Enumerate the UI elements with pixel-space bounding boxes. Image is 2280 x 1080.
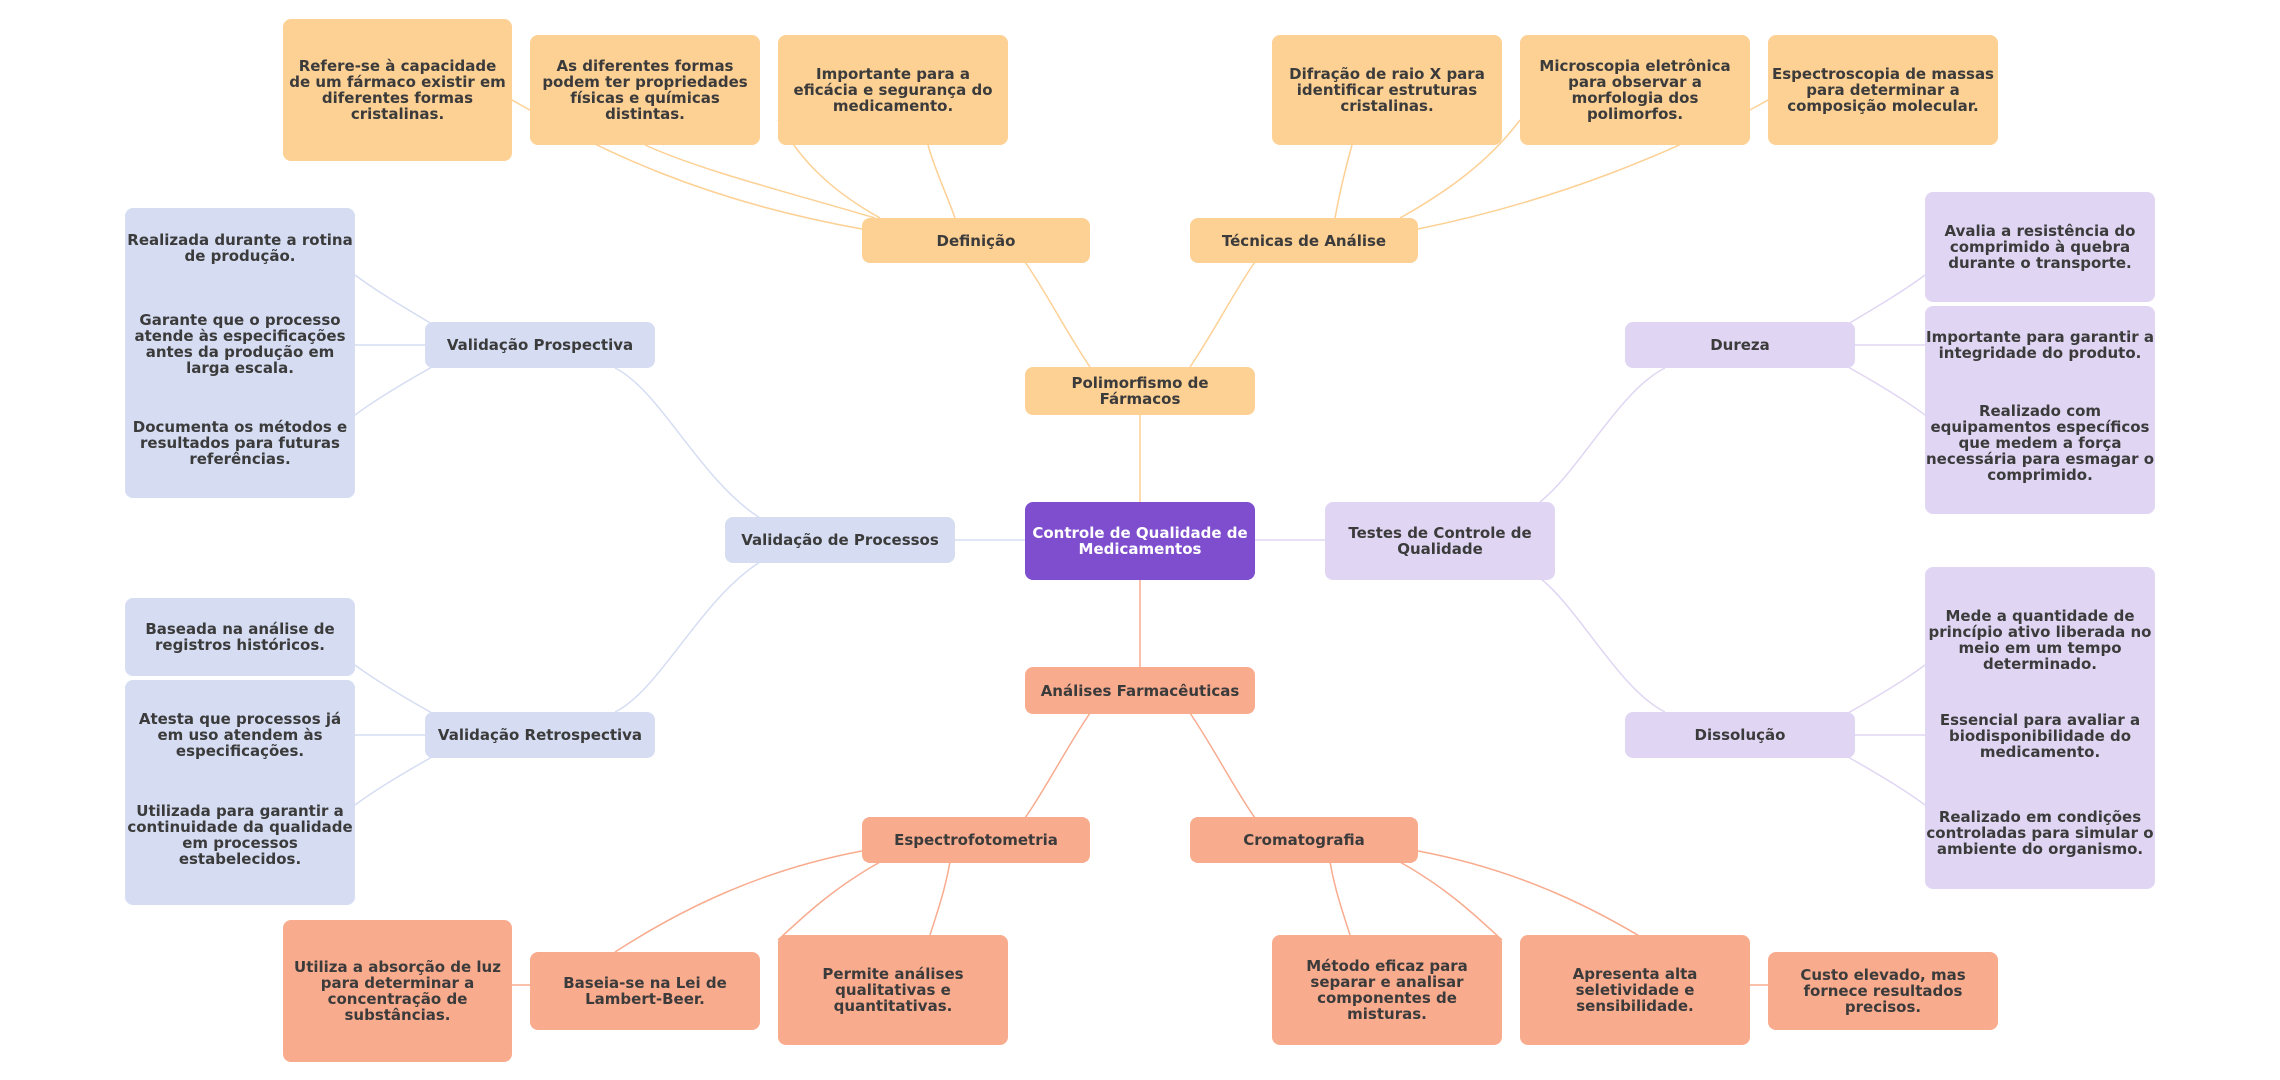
leaf-prospectiva-2: Garante que o processo atende às especif… <box>134 311 346 377</box>
link-dissolucao-leaf1 <box>1847 664 1926 714</box>
link-espectro-leaf2 <box>777 861 881 941</box>
leaf-group-retrospectiva-1: Baseada na análise de registros históric… <box>125 598 355 676</box>
leaf-retrospectiva-3: Utilizada para garantir a continuidade d… <box>127 802 353 868</box>
leaf-group-prospectiva <box>125 208 355 498</box>
node-espectrofotometria[interactable]: Espectrofotometria <box>862 817 1090 863</box>
node-polimorfismo[interactable]: Polimorfismo de Fármacos <box>1025 367 1255 415</box>
node-validacao-retrospectiva[interactable]: Validação Retrospectiva <box>425 712 655 758</box>
root-node[interactable]: Controle de Qualidade de Medicamentos <box>1025 502 1255 580</box>
leaf-cromato-2: Apresenta alta seletividade e sensibilid… <box>1520 935 1750 1045</box>
link-retrospectiva-leaf1 <box>354 664 433 714</box>
node-analises-farmaceuticas[interactable]: Análises Farmacêuticas <box>1025 667 1255 714</box>
leaf-tecnicas-2: Microscopia eletrônica para observar a m… <box>1520 35 1750 145</box>
leaf-definicao-3: Importante para a eficácia e segurança d… <box>778 35 1008 145</box>
link-polimorfismo-definicao <box>1024 261 1091 368</box>
leaf-dissolucao-3: Realizado em condições controladas para … <box>1926 808 2154 858</box>
leaf-group-dissolucao <box>1925 567 2155 889</box>
leaf-espectro-2: Baseia-se na Lei de Lambert-Beer. <box>530 952 760 1030</box>
node-validacao-processos[interactable]: Validação de Processos <box>725 517 955 563</box>
link-dureza-leaf3 <box>1847 366 1926 416</box>
link-prospectiva-leaf3 <box>354 366 433 416</box>
leaf-definicao-1: Refere-se à capacidade de um fármaco exi… <box>283 19 512 161</box>
leaf-dureza-2: Importante para garantir a integridade d… <box>1926 328 2154 362</box>
leaf-dureza-3: Realizado com equipamentos específicos q… <box>1925 402 2155 484</box>
link-dissolucao-leaf3 <box>1847 756 1926 806</box>
leaf-definicao-2: As diferentes formas podem ter proprieda… <box>530 35 760 145</box>
link-retrospectiva-leaf3 <box>354 756 433 806</box>
leaf-group-retrospectiva <box>125 680 355 905</box>
link-analises-espectro <box>1024 712 1091 819</box>
node-testes-controle[interactable]: Testes de Controle de Qualidade <box>1325 502 1555 580</box>
link-validacao-retrospectiva <box>614 561 761 713</box>
leaf-prospectiva-3: Documenta os métodos e resultados para f… <box>132 418 348 468</box>
link-espectro-leaf1 <box>614 850 863 953</box>
leaf-dureza-1: Avalia a resistência do comprimido à que… <box>1925 192 2155 302</box>
link-testes-dureza <box>1539 367 1666 503</box>
link-polimorfismo-tecnicas <box>1189 261 1256 368</box>
leaf-dissolucao-1: Mede a quantidade de princípio ativo lib… <box>1928 607 2152 673</box>
link-prospectiva-leaf1 <box>354 274 433 325</box>
node-tecnicas-analise[interactable]: Técnicas de Análise <box>1190 218 1418 263</box>
leaf-group-dureza <box>1925 306 2155 514</box>
link-definicao-leaf2 <box>644 144 876 219</box>
link-validacao-prospectiva <box>614 367 761 519</box>
leaf-espectro-1: Utiliza a absorção de luz para determina… <box>283 920 512 1062</box>
leaf-cromato-1: Método eficaz para separar e analisar co… <box>1272 935 1502 1045</box>
node-cromatografia[interactable]: Cromatografia <box>1190 817 1418 863</box>
link-espectro-leaf3 <box>929 861 951 936</box>
link-dureza-leaf1 <box>1847 274 1926 325</box>
node-dissolucao[interactable]: Dissolução <box>1625 712 1855 758</box>
leaf-cromato-3: Custo elevado, mas fornece resultados pr… <box>1768 952 1998 1030</box>
leaf-espectro-3: Permite análises qualitativas e quantita… <box>778 935 1008 1045</box>
leaf-dissolucao-2: Essencial para avaliar a biodisponibilid… <box>1939 711 2141 761</box>
node-definicao[interactable]: Definição <box>862 218 1090 263</box>
leaf-tecnicas-3: Espectroscopia de massas para determinar… <box>1768 35 1998 145</box>
link-tecnicas-leaf2 <box>1399 119 1521 219</box>
leaf-retrospectiva-2: Atesta que processos já em uso atendem à… <box>138 710 342 760</box>
link-testes-dissolucao <box>1539 577 1666 713</box>
node-validacao-prospectiva[interactable]: Validação Prospectiva <box>425 322 655 368</box>
link-cromato-leaf1 <box>1329 861 1351 936</box>
leaf-tecnicas-1: Difração de raio X para identificar estr… <box>1272 35 1502 145</box>
link-cromato-leaf2 <box>1399 861 1503 941</box>
leaf-prospectiva-1: Realizada durante a rotina de produção. <box>127 231 353 265</box>
link-tecnicas-leaf1 <box>1334 144 1353 219</box>
link-analises-cromato <box>1189 712 1256 819</box>
link-definicao-leaf3b <box>927 144 956 219</box>
node-dureza[interactable]: Dureza <box>1625 322 1855 368</box>
